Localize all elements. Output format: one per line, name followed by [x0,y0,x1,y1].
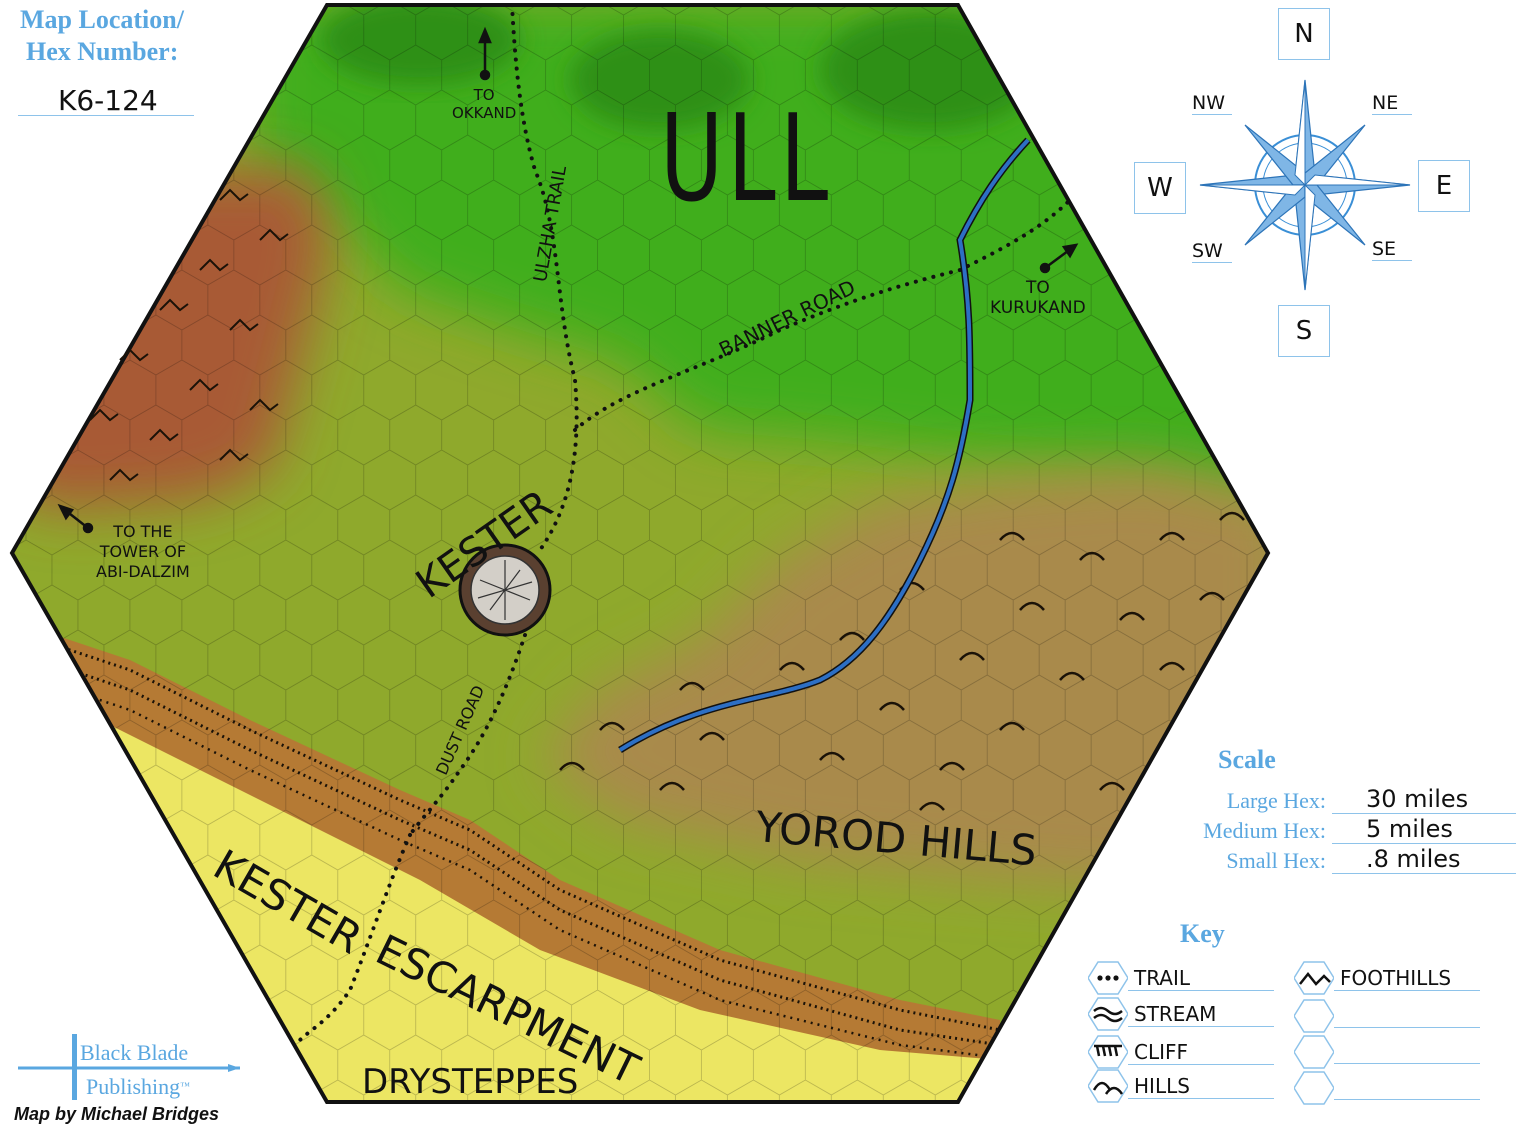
hex-border [9,3,1271,1104]
title-line-2: Hex Number: [26,37,179,66]
title-line-1: Map Location/ [20,5,184,34]
key-item-trail: TRAIL [1088,960,1274,996]
compass-nw: NW [1192,92,1232,115]
trail-icon [1088,961,1128,995]
cliff-icon [1088,1035,1128,1069]
key-item-cliff: CLIFF [1088,1034,1274,1070]
empty-hex-icon [1294,999,1334,1033]
compass-w: W [1134,162,1186,214]
hills-icon [1088,1069,1128,1103]
foothills-icon [1294,961,1334,995]
key-item-stream: STREAM [1088,996,1274,1032]
small-hex-label: Small Hex: [1226,848,1326,873]
sword-logo-icon [18,1034,240,1100]
large-hex-value: 30 miles [1332,785,1516,814]
mountain-marks [89,188,289,482]
empty-hex-icon [1294,1035,1334,1069]
key-title: Key [1180,919,1225,948]
compass-s: S [1278,305,1330,357]
compass-e: E [1418,160,1470,212]
scale-title: Scale [1218,745,1276,774]
publisher-name: Black Blade Publishing™ [80,1040,190,1099]
medium-hex-label: Medium Hex: [1203,818,1326,843]
trail-arrows [57,26,1079,534]
medium-hex-value: 5 miles [1332,815,1516,844]
stream-icon [1088,997,1128,1031]
banner-road-path [573,198,1072,432]
map-credit: Map by Michael Bridges [14,1104,220,1124]
hex-number: K6-124 [18,84,194,117]
key-item-hills: HILLS [1088,1068,1274,1104]
key-item-empty-3 [1294,1070,1480,1106]
hex-map [9,3,1271,1104]
compass-star-icon [1199,79,1411,291]
large-hex-label: Large Hex: [1226,788,1326,813]
scale-table: Large Hex: 30 miles Medium Hex: 5 miles … [1096,784,1516,874]
compass-ne: NE [1372,92,1412,115]
trails [298,3,1072,1042]
compass-rose: N S W E NW NE SW SE [1130,0,1480,370]
small-hex-value: .8 miles [1332,845,1516,874]
empty-hex-icon [1294,1071,1334,1105]
hill-marks [559,511,1245,811]
key-item-empty-2 [1294,1034,1480,1070]
region-label: ULL [660,90,833,229]
map-location-title: Map Location/ Hex Number: [20,4,184,68]
compass-sw: SW [1192,240,1232,263]
key-item-empty-1 [1294,998,1480,1034]
key-item-foothills: FOOTHILLS [1294,960,1480,996]
river [618,138,1030,752]
compass-se: SE [1372,238,1412,261]
ulzha-trail-path [510,3,579,552]
steppes-label: DRYSTEPPES [362,1062,579,1102]
escarpment-trail-path [298,833,412,1042]
compass-n: N [1278,8,1330,60]
dust-road-path [408,633,527,837]
